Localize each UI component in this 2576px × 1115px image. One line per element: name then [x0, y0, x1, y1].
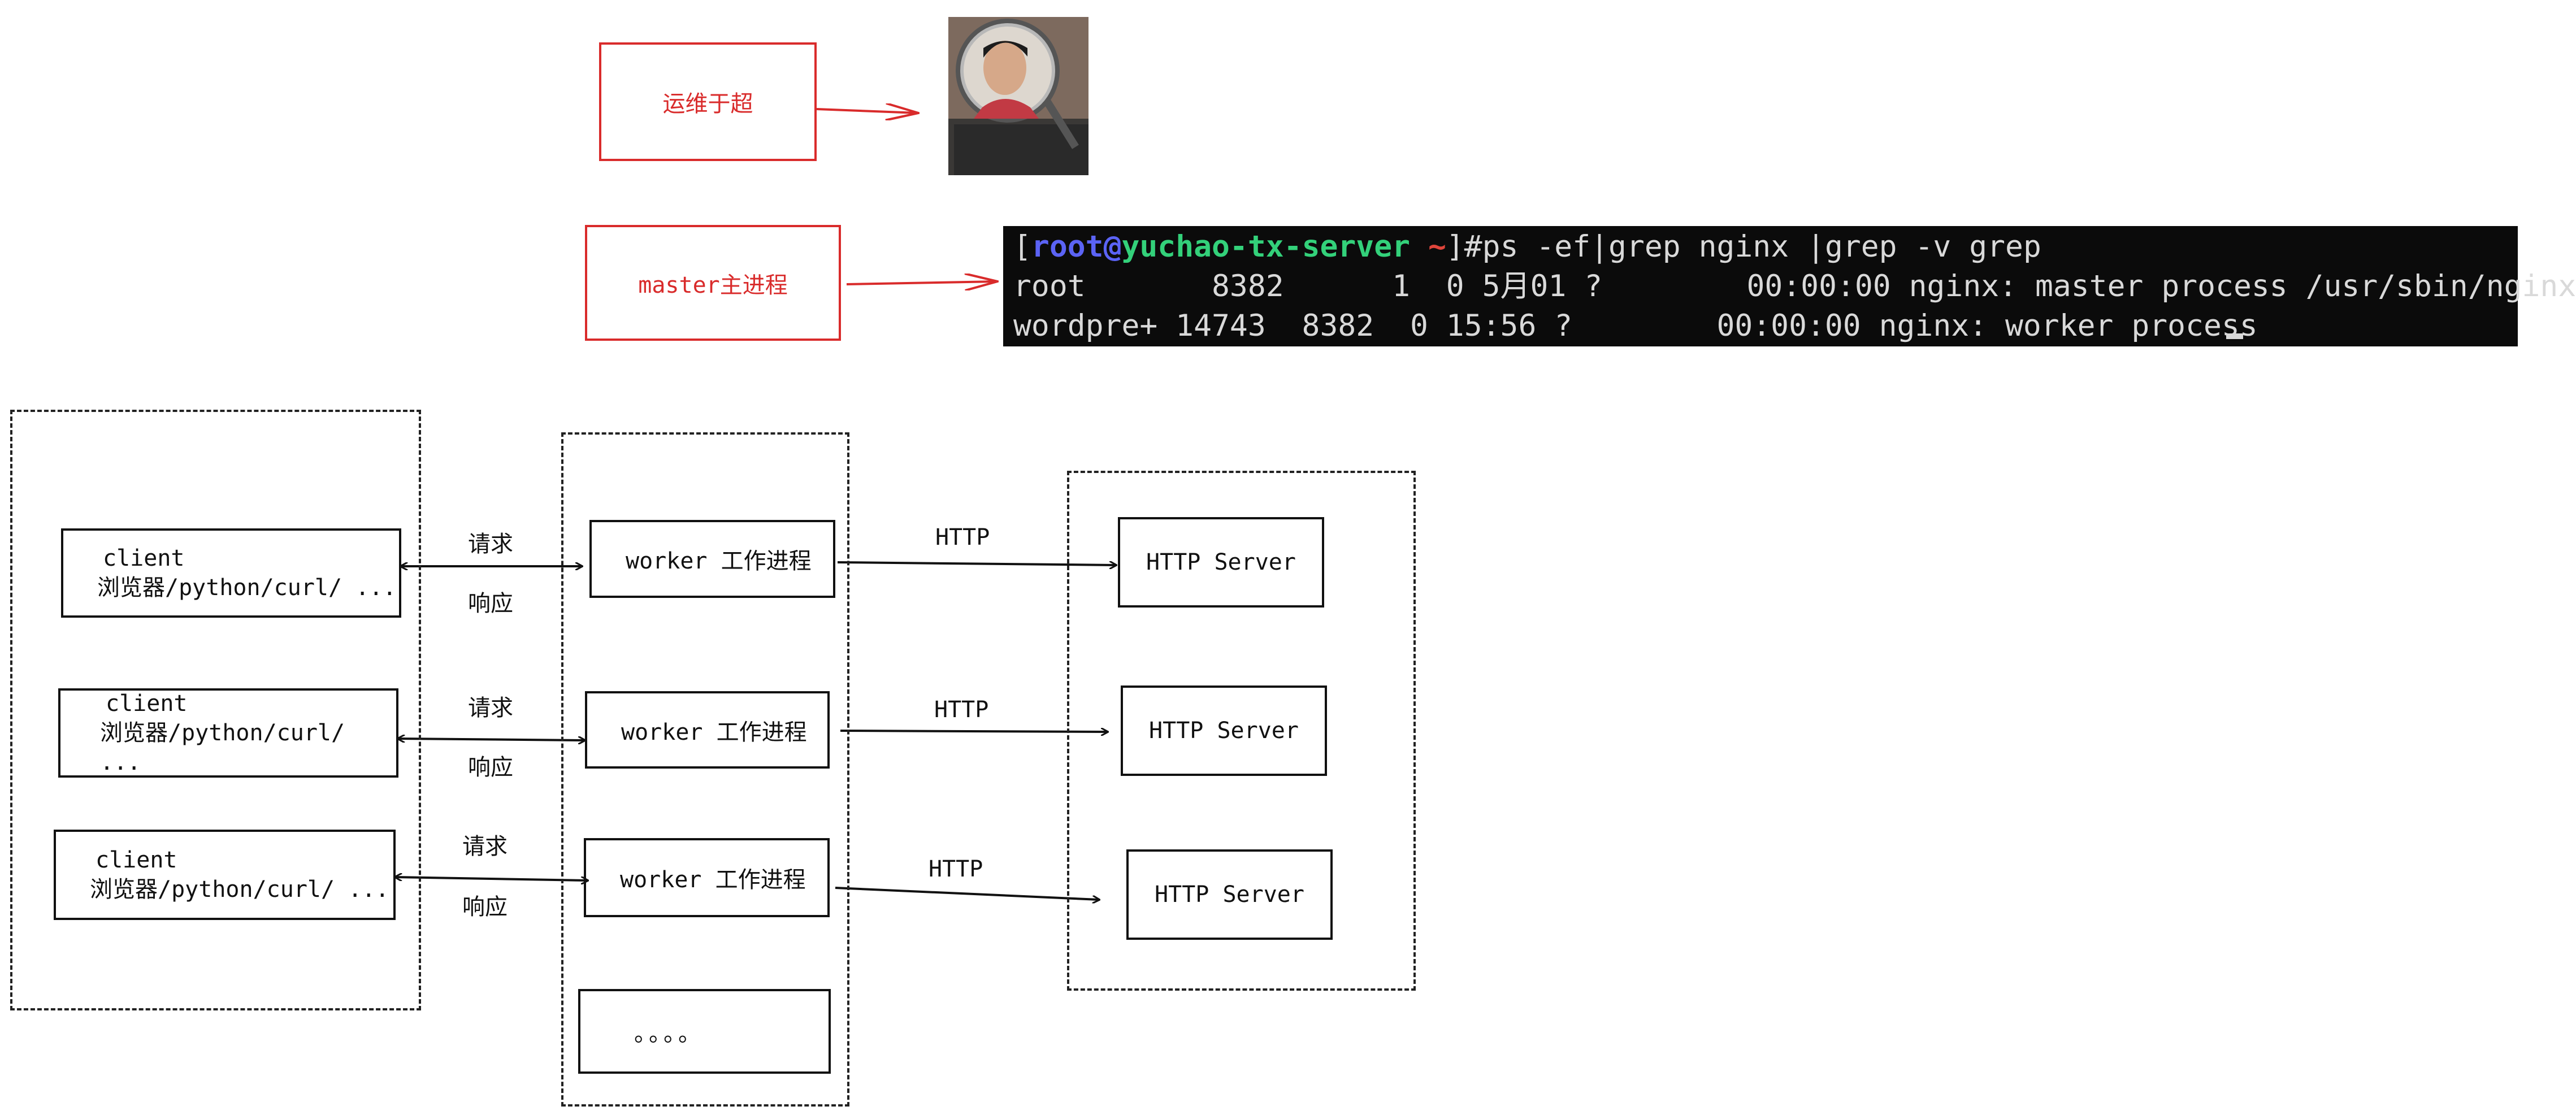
http-server-label: HTTP Server — [1149, 718, 1299, 744]
client-box-2: client 浏览器/python/curl/ ... — [58, 688, 398, 778]
http-server-label: HTTP Server — [1155, 882, 1304, 908]
connector-layer — [0, 0, 2522, 1115]
worker-box-2: worker 工作进程 — [585, 691, 830, 769]
worker-server-arrow-1 — [837, 562, 1116, 565]
prompt-user: root — [1031, 229, 1104, 264]
ops-to-avatar-arrow — [816, 109, 918, 113]
response-label-2: 响应 — [468, 754, 513, 780]
worker-label: worker 工作进程 — [621, 719, 807, 745]
http-label-2: HTTP — [934, 697, 989, 723]
prompt-bracket: [ — [1013, 229, 1031, 264]
client-worker-arrow-2 — [398, 739, 585, 740]
terminal-output: [root@yuchao-tx-server ~]#ps -ef|grep ng… — [1003, 226, 2576, 346]
request-label-3: 请求 — [462, 834, 508, 860]
terminal-command: ]#ps -ef|grep nginx |grep -v grep — [1446, 229, 2041, 264]
response-label-1: 响应 — [468, 591, 513, 617]
master-to-terminal-arrow — [846, 281, 998, 284]
client-box-3: client 浏览器/python/curl/ ... — [54, 830, 396, 920]
client-title: client — [103, 545, 185, 571]
terminal-line-worker: wordpre+ 14743 8382 0 15:56 ? 00:00:00 n… — [1013, 309, 2258, 343]
client-box-1: client 浏览器/python/curl/ ... — [61, 528, 401, 618]
prompt-tilde: ~ — [1410, 229, 1446, 264]
http-label-3: HTTP — [929, 856, 983, 882]
workers-group — [561, 432, 849, 1107]
more-workers-box: 。。。。 — [578, 989, 831, 1074]
ops-label-box: 运维于超 — [599, 42, 817, 161]
worker-server-arrow-2 — [840, 731, 1108, 732]
ops-label: 运维于超 — [662, 91, 753, 117]
more-workers-ellipsis: 。。。。 — [634, 1021, 704, 1047]
http-server-label: HTTP Server — [1146, 549, 1296, 575]
http-server-box-3: HTTP Server — [1126, 849, 1333, 940]
master-label-box: master主进程 — [585, 225, 841, 341]
request-label-1: 请求 — [468, 531, 513, 557]
http-label-1: HTTP — [935, 524, 990, 550]
worker-server-arrow-3 — [835, 887, 1099, 900]
request-label-2: 请求 — [468, 695, 513, 721]
worker-box-1: worker 工作进程 — [589, 520, 835, 598]
http-server-box-2: HTTP Server — [1121, 686, 1327, 776]
avatar-image — [948, 17, 1088, 175]
avatar — [948, 17, 1088, 175]
servers-group — [1067, 471, 1416, 991]
prompt-host: yuchao-tx-server — [1121, 229, 1411, 264]
clients-group — [10, 410, 421, 1010]
http-server-box-1: HTTP Server — [1118, 517, 1324, 608]
worker-label: worker 工作进程 — [626, 548, 812, 574]
client-subtitle: 浏览器/python/curl/ ... — [100, 720, 345, 775]
terminal-line-master: root 8382 1 0 5月01 ? 00:00:00 nginx: mas… — [1013, 269, 2576, 303]
worker-label: worker 工作进程 — [620, 867, 806, 893]
client-subtitle: 浏览器/python/curl/ ... — [90, 877, 389, 903]
client-worker-arrow-3 — [396, 877, 588, 880]
prompt-at: @ — [1103, 229, 1122, 264]
response-label-3: 响应 — [462, 894, 508, 920]
client-subtitle: 浏览器/python/curl/ ... — [97, 575, 397, 601]
client-title: client — [106, 691, 188, 717]
worker-box-3: worker 工作进程 — [584, 838, 830, 917]
terminal-cursor — [2226, 333, 2243, 339]
client-title: client — [96, 847, 177, 873]
master-label: master主进程 — [638, 272, 788, 298]
